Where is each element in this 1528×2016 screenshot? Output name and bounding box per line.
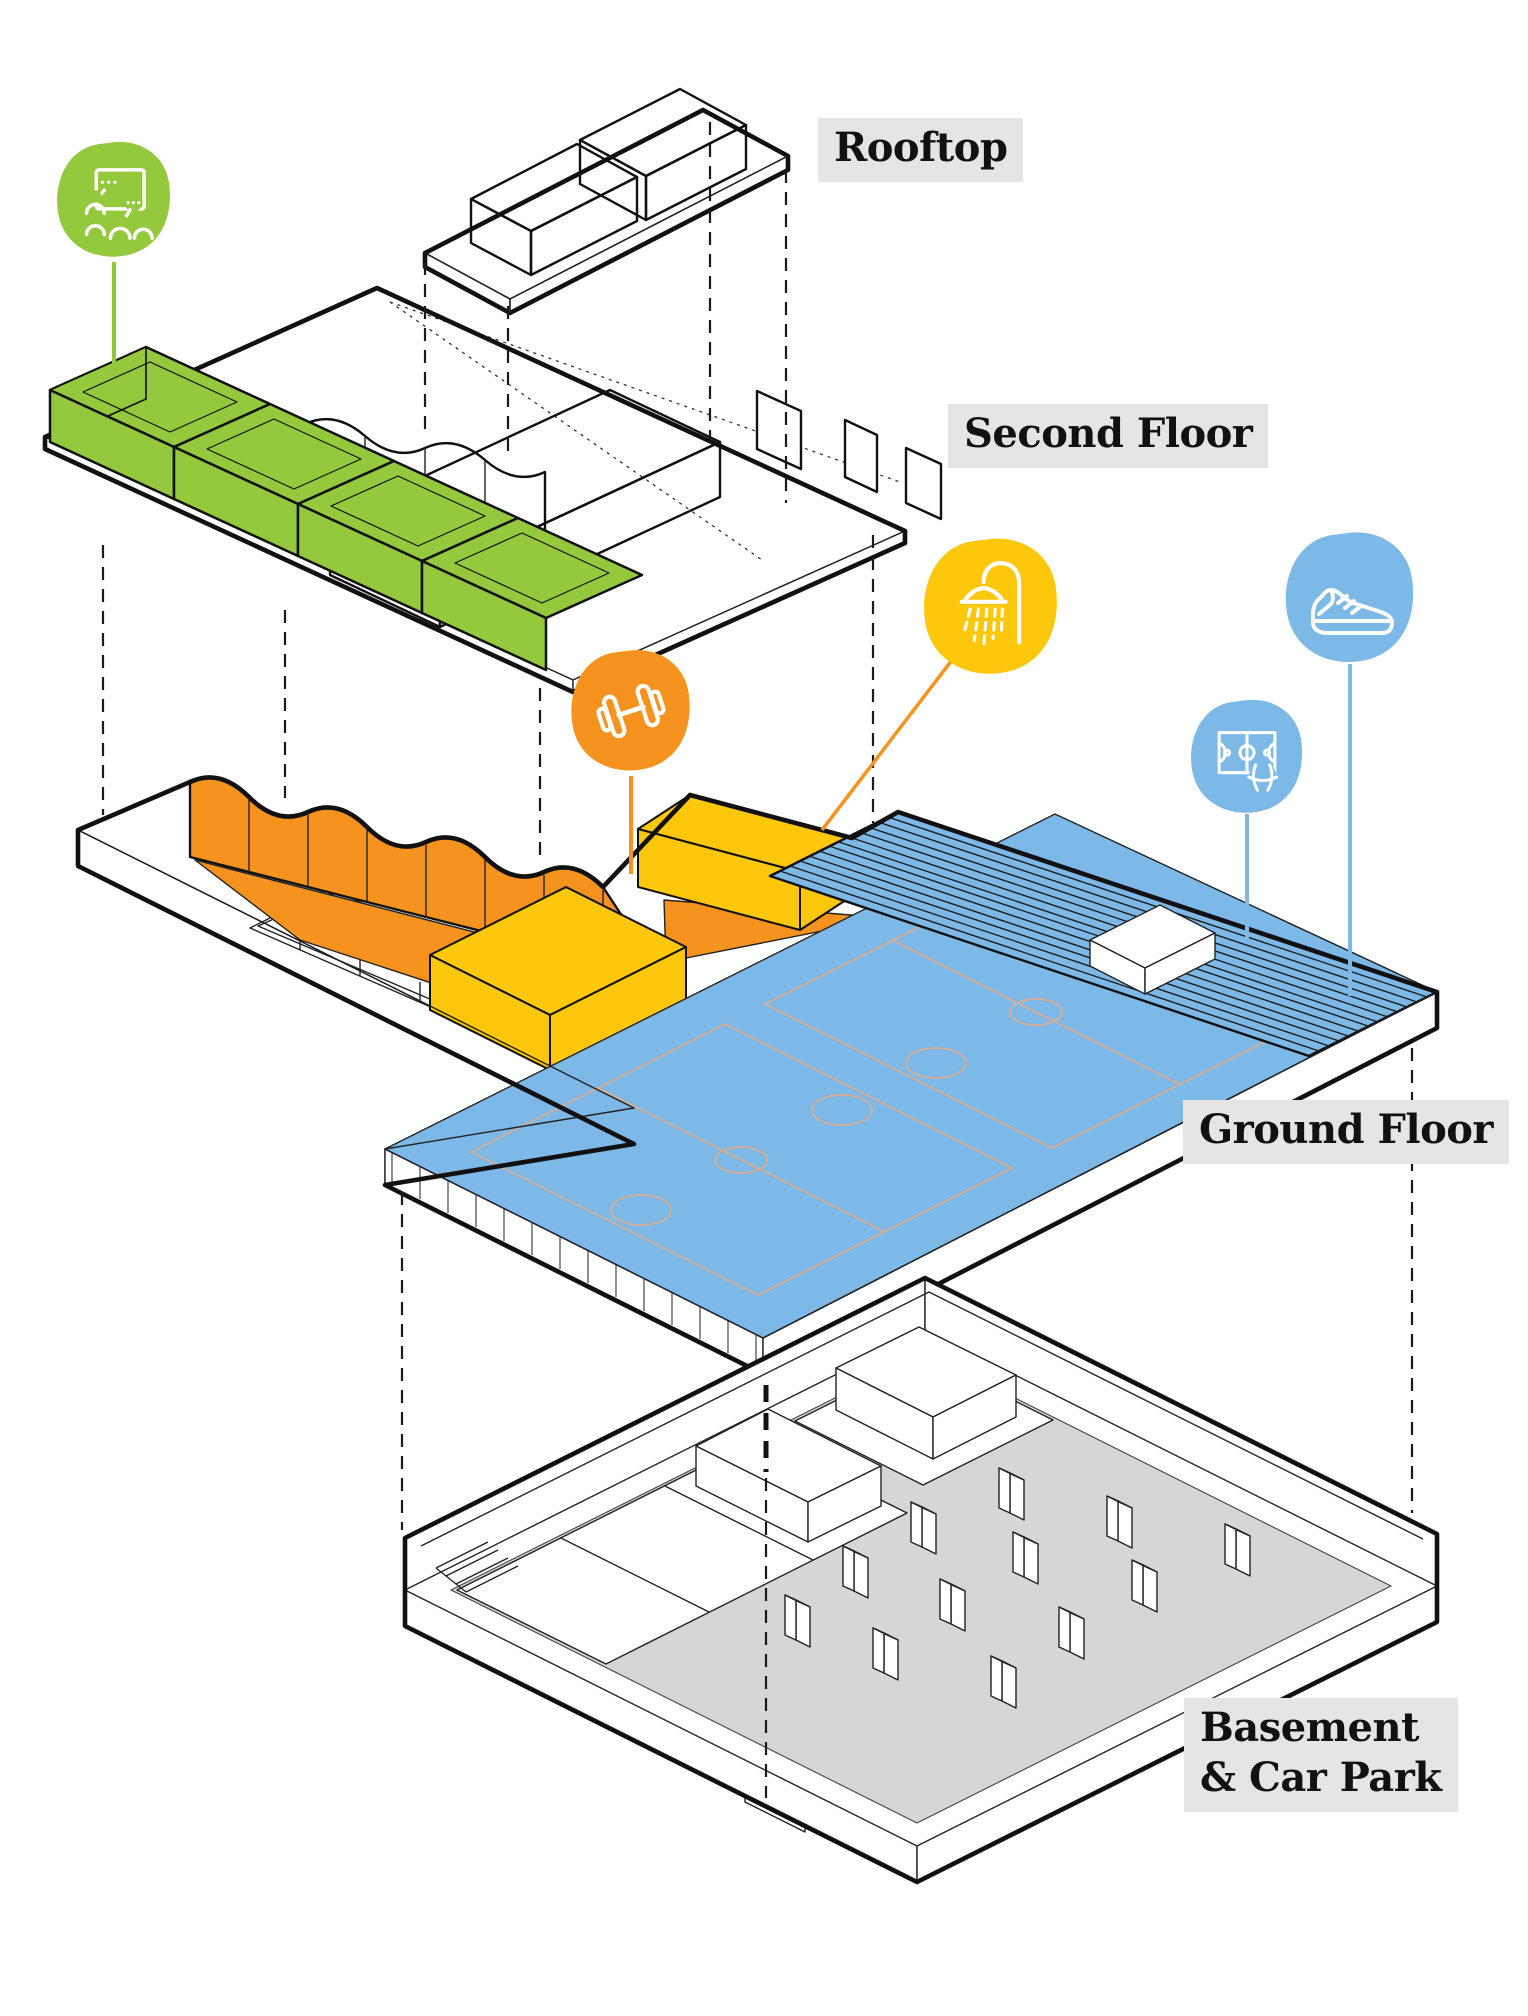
court-side-step — [1089, 904, 1216, 995]
gym-icon — [571, 650, 690, 771]
shower-blocks-yellow — [429, 794, 853, 1071]
basement-structure — [402, 1275, 1440, 1885]
basement-label: Basement & Car Park — [1184, 1698, 1458, 1812]
rooftop-structure — [422, 87, 791, 316]
basement-rooms-left — [456, 1408, 908, 1665]
second-floor-label: Second Floor — [948, 404, 1269, 468]
shower-badge — [918, 534, 1064, 680]
basement-stairs — [435, 1541, 519, 1593]
sports-shoe-icon — [1285, 532, 1414, 663]
basketball-court-badge — [1186, 696, 1308, 818]
basketball-court-icon — [1191, 699, 1303, 813]
gym-badge — [566, 646, 696, 776]
second-floor-wall-pieces — [755, 389, 943, 521]
meeting-room-badge — [52, 138, 176, 262]
leader-line-shower — [820, 658, 954, 832]
second-floor-structure — [42, 285, 943, 695]
ground-floor-label: Ground Floor — [1183, 1100, 1509, 1164]
basement-room-right — [794, 1326, 1054, 1486]
sports-court-blue — [384, 810, 1439, 1339]
rooftop-label: Rooftop — [818, 118, 1024, 182]
ground-floor-structure — [75, 775, 1440, 1377]
skirt-hatching — [391, 1153, 757, 1367]
meeting-room — [48, 345, 272, 501]
meeting-room — [420, 516, 644, 672]
sports-shoe-badge — [1280, 528, 1420, 668]
rooftop-plant-room-right — [578, 87, 748, 222]
meeting-room-icon — [57, 141, 170, 257]
rooftop-plant-room-left — [469, 142, 639, 277]
shower-icon — [924, 538, 1057, 674]
shower-block — [429, 886, 687, 1071]
icon-leader-lines — [112, 262, 1352, 996]
meeting-rooms-green — [48, 345, 644, 672]
